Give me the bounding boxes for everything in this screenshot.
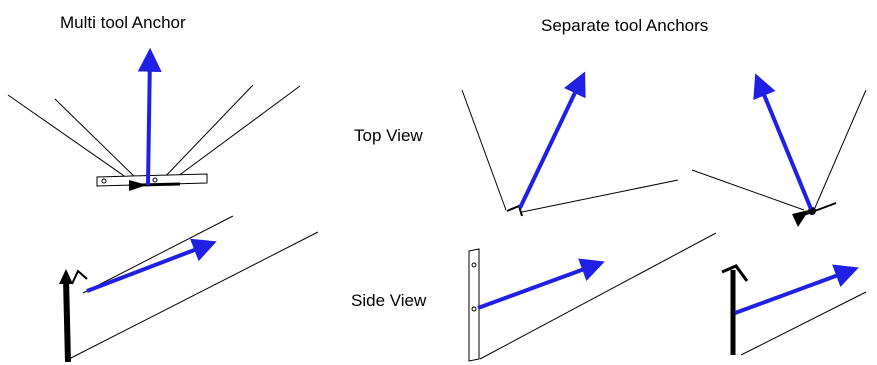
ground-line xyxy=(479,232,717,360)
direction-arrow xyxy=(518,71,586,209)
top-view-label: Top View xyxy=(354,126,423,145)
direction-arrow xyxy=(137,47,162,186)
multi-anchor-side-view xyxy=(59,215,319,363)
ground-line xyxy=(66,231,319,361)
separate-anchor-b-top-view xyxy=(691,73,867,227)
anchor-hole-icon xyxy=(152,177,158,183)
boundary-line xyxy=(169,85,301,183)
wall-line xyxy=(82,215,234,294)
anchor-plate xyxy=(468,248,480,362)
boundary-line xyxy=(813,89,867,211)
boundary-line xyxy=(159,84,254,183)
anchor-base-line xyxy=(139,182,181,187)
direction-arrow xyxy=(477,258,605,310)
anchor-hole-icon xyxy=(471,306,477,312)
separate-anchor-b-side-view xyxy=(721,264,867,356)
side-view-label: Side View xyxy=(351,291,427,310)
post-tip-icon xyxy=(59,269,73,284)
separate-anchor-a-side-view xyxy=(468,232,717,362)
direction-arrow xyxy=(753,73,813,210)
anchor-hole-icon xyxy=(101,178,107,184)
anchor-hook xyxy=(71,269,88,285)
direction-arrow xyxy=(734,264,859,315)
multi-tool-anchor-title: Multi tool Anchor xyxy=(60,13,186,32)
ground-line xyxy=(740,291,867,356)
anchor-pointer-icon xyxy=(129,180,147,191)
direction-arrow xyxy=(86,238,217,293)
boundary-line xyxy=(521,179,679,213)
boundary-line xyxy=(7,94,131,181)
multi-anchor-top-view xyxy=(7,47,301,191)
separate-anchor-a-top-view xyxy=(461,71,679,217)
anchor-pointer-icon xyxy=(792,210,809,227)
separate-tool-anchors-title: Separate tool Anchors xyxy=(541,16,709,35)
anchor-post xyxy=(63,278,71,363)
boundary-line xyxy=(691,169,805,211)
boundary-line xyxy=(54,98,141,183)
boundary-line xyxy=(461,89,507,211)
anchor-top-bar xyxy=(721,264,749,282)
anchor-hole-icon xyxy=(471,262,477,268)
